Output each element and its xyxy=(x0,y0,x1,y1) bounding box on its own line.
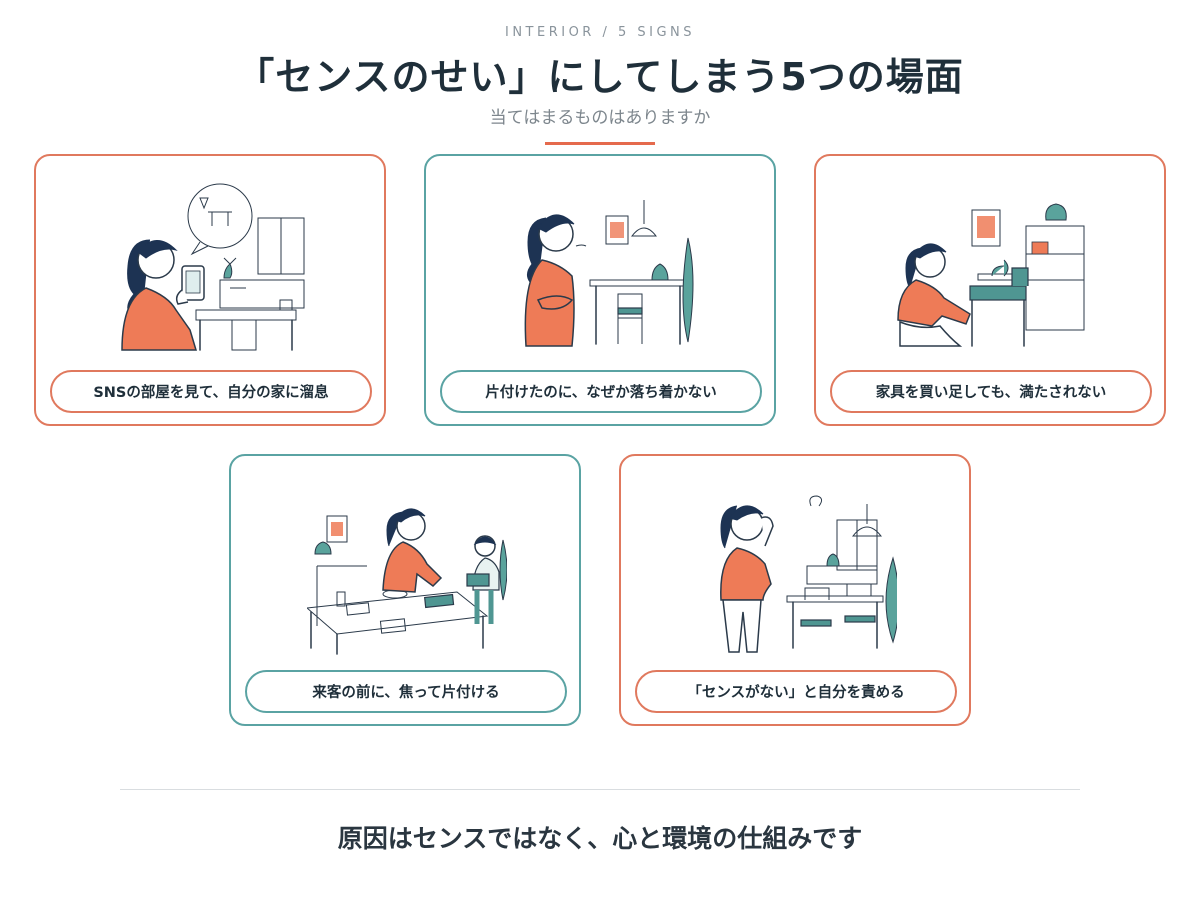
woman-hand-on-head-illustration xyxy=(720,495,897,653)
scene-card-label: SNSの部屋を見て、自分の家に溜息 xyxy=(50,370,372,413)
scene-card-furniture: 家具を買い足しても、満たされない xyxy=(814,154,1166,426)
scene-card-sns: SNSの部屋を見て、自分の家に溜息 xyxy=(34,154,386,426)
scene-card-label: 片付けたのに、なぜか落ち着かない xyxy=(440,370,762,413)
page-subtitle: 当てはまるものはありますか xyxy=(489,108,711,128)
scene-card-guests: 来客の前に、焦って片付ける xyxy=(229,454,581,726)
woman-crouching-by-chair-illustration xyxy=(897,203,1085,347)
section-divider xyxy=(120,789,1080,790)
scene-card-label: 家具を買い足しても、満たされない xyxy=(830,370,1152,413)
woman-and-child-tidying-illustration xyxy=(307,508,507,655)
conclusion-text: 原因はセンスではなく、心と環境の仕組みです xyxy=(337,824,863,853)
eyebrow-label: INTERIOR / 5 SIGNS xyxy=(504,25,696,40)
page-title: 「センスのせい」にしてしまう5つの場面 xyxy=(236,55,964,99)
title-accent-line xyxy=(545,142,655,145)
scene-card-label: 来客の前に、焦って片付ける xyxy=(245,670,567,713)
scene-card-tidy: 片付けたのに、なぜか落ち着かない xyxy=(424,154,776,426)
woman-looking-at-phone-illustration xyxy=(121,183,305,351)
scene-card-label: 「センスがない」と自分を責める xyxy=(635,670,957,713)
woman-arms-crossed-illustration xyxy=(524,200,694,347)
scene-card-blame: 「センスがない」と自分を責める xyxy=(619,454,971,726)
